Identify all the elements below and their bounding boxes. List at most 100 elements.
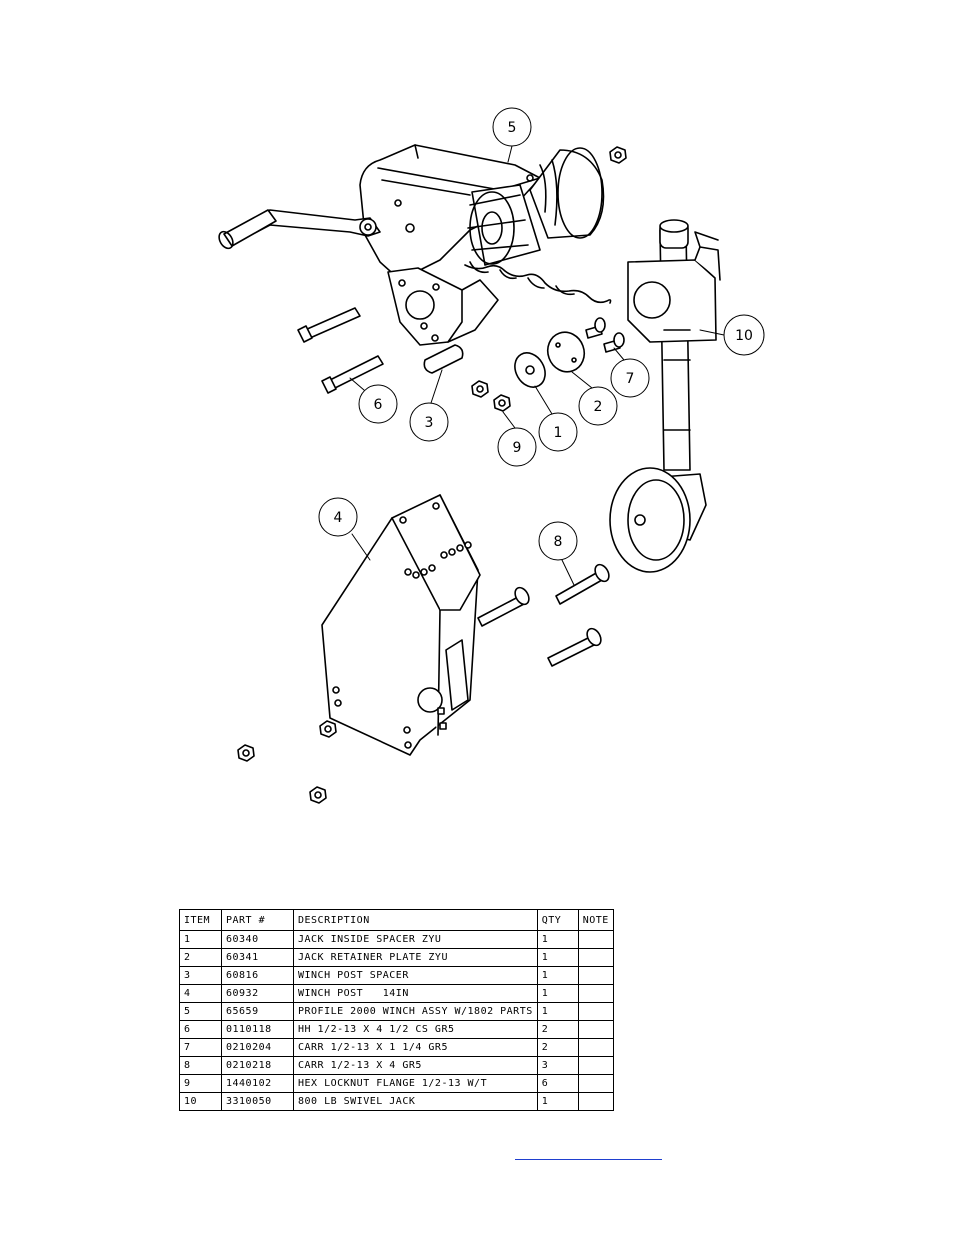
cell-description: PROFILE 2000 WINCH ASSY W/1802 PARTS: [293, 1002, 538, 1021]
svg-text:2: 2: [594, 399, 603, 415]
table-row: 7 0210204 CARR 1/2-13 X 1 1/4 GR5 2: [179, 1038, 614, 1057]
header-part-number: PART #: [221, 909, 294, 931]
cell-part-number: 65659: [221, 1002, 294, 1021]
cell-item: 4: [179, 984, 222, 1003]
jack-inside-spacer: [514, 352, 546, 388]
cell-qty: 2: [536, 1038, 579, 1057]
cell-part-number: 0210218: [221, 1056, 294, 1075]
svg-text:5: 5: [508, 120, 517, 136]
balloon-6: 6: [349, 377, 398, 424]
balloon-7: 7: [610, 347, 650, 398]
cell-item: 7: [179, 1038, 222, 1057]
balloon-3: 3: [409, 369, 449, 442]
cell-description: HH 1/2-13 X 4 1/2 CS GR5: [293, 1020, 538, 1039]
cell-qty: 2: [536, 1020, 579, 1039]
svg-text:1: 1: [554, 425, 563, 441]
winch-assembly: [218, 144, 612, 346]
svg-text:7: 7: [626, 371, 635, 387]
callout-balloons: 5 10 6 3 9 1 2: [318, 107, 765, 586]
cell-note: [577, 1020, 614, 1039]
swivel-jack: [609, 219, 721, 573]
svg-text:3: 3: [425, 415, 434, 431]
table-row: 1 60340 JACK INSIDE SPACER ZYU 1: [179, 930, 614, 949]
balloon-1: 1: [534, 385, 578, 452]
svg-text:10: 10: [735, 328, 753, 344]
table-row: 9 1440102 HEX LOCKNUT FLANGE 1/2-13 W/T …: [179, 1074, 614, 1093]
balloon-4: 4: [318, 497, 371, 561]
cell-qty: 6: [536, 1074, 579, 1093]
cell-note: [577, 1038, 614, 1057]
table-row: 10 3310050 800 LB SWIVEL JACK 1: [179, 1092, 614, 1111]
cell-description: WINCH POST 14IN: [293, 984, 538, 1003]
parts-list-table: ITEM PART # DESCRIPTION QTY NOTE 1 60340…: [179, 909, 614, 1111]
table-row: 3 60816 WINCH POST SPACER 1: [179, 966, 614, 985]
cell-qty: 1: [536, 948, 579, 967]
header-description: DESCRIPTION: [293, 909, 538, 931]
cell-part-number: 60932: [221, 984, 294, 1003]
balloon-9: 9: [497, 411, 537, 467]
cell-note: [577, 930, 614, 949]
carriage-bolt-long: [477, 563, 610, 667]
cell-item: 6: [179, 1020, 222, 1039]
svg-text:4: 4: [334, 510, 343, 526]
cell-item: 2: [179, 948, 222, 967]
winch-post: [321, 494, 481, 756]
cell-note: [577, 966, 614, 985]
cell-note: [577, 1074, 614, 1093]
cell-item: 1: [179, 930, 222, 949]
table-row: 4 60932 WINCH POST 14IN 1: [179, 984, 614, 1003]
cell-qty: 1: [536, 1092, 579, 1111]
winch-post-spacer: [423, 344, 464, 374]
table-header-row: ITEM PART # DESCRIPTION QTY NOTE: [179, 909, 614, 931]
svg-text:9: 9: [513, 440, 522, 456]
cell-part-number: 1440102: [221, 1074, 294, 1093]
cell-qty: 1: [536, 1002, 579, 1021]
cell-qty: 1: [536, 966, 579, 985]
header-qty: QTY: [536, 909, 579, 931]
cell-item: 8: [179, 1056, 222, 1075]
table-row: 2 60341 JACK RETAINER PLATE ZYU 1: [179, 948, 614, 967]
balloon-5: 5: [492, 107, 532, 163]
cell-part-number: 60340: [221, 930, 294, 949]
cell-note: [577, 1056, 614, 1075]
cell-description: CARR 1/2-13 X 4 GR5: [293, 1056, 538, 1075]
table-row: 8 0210218 CARR 1/2-13 X 4 GR5 3: [179, 1056, 614, 1075]
header-note: NOTE: [577, 909, 614, 931]
cell-part-number: 0210204: [221, 1038, 294, 1057]
cell-description: WINCH POST SPACER: [293, 966, 538, 985]
cell-description: JACK RETAINER PLATE ZYU: [293, 948, 538, 967]
cell-part-number: 60816: [221, 966, 294, 985]
carriage-bolt-short: [585, 317, 625, 353]
cell-item: 10: [179, 1092, 222, 1111]
cell-description: HEX LOCKNUT FLANGE 1/2-13 W/T: [293, 1074, 538, 1093]
cell-item: 9: [179, 1074, 222, 1093]
balloon-8: 8: [538, 521, 578, 586]
cell-qty: 3: [536, 1056, 579, 1075]
cell-description: JACK INSIDE SPACER ZYU: [293, 930, 538, 949]
jack-retainer-plate: [546, 331, 586, 373]
cell-item: 5: [179, 1002, 222, 1021]
table-row: 6 0110118 HH 1/2-13 X 4 1/2 CS GR5 2: [179, 1020, 614, 1039]
hyperlink-underline[interactable]: [515, 1158, 662, 1160]
hex-bolt: [297, 307, 384, 394]
cell-part-number: 3310050: [221, 1092, 294, 1111]
balloon-10: 10: [699, 314, 765, 356]
hex-nut: [237, 146, 627, 804]
cell-description: CARR 1/2-13 X 1 1/4 GR5: [293, 1038, 538, 1057]
balloon-2: 2: [571, 371, 618, 426]
exploded-parts-diagram: 5 10 6 3 9 1 2: [218, 107, 765, 804]
svg-text:8: 8: [554, 534, 563, 550]
cell-part-number: 60341: [221, 948, 294, 967]
cell-description: 800 LB SWIVEL JACK: [293, 1092, 538, 1111]
svg-text:6: 6: [374, 397, 383, 413]
cell-note: [577, 984, 614, 1003]
cell-note: [577, 948, 614, 967]
cell-part-number: 0110118: [221, 1020, 294, 1039]
cell-note: [577, 1002, 614, 1021]
header-item: ITEM: [179, 909, 222, 931]
table-row: 5 65659 PROFILE 2000 WINCH ASSY W/1802 P…: [179, 1002, 614, 1021]
cell-note: [577, 1092, 614, 1111]
cell-item: 3: [179, 966, 222, 985]
cell-qty: 1: [536, 930, 579, 949]
cell-qty: 1: [536, 984, 579, 1003]
